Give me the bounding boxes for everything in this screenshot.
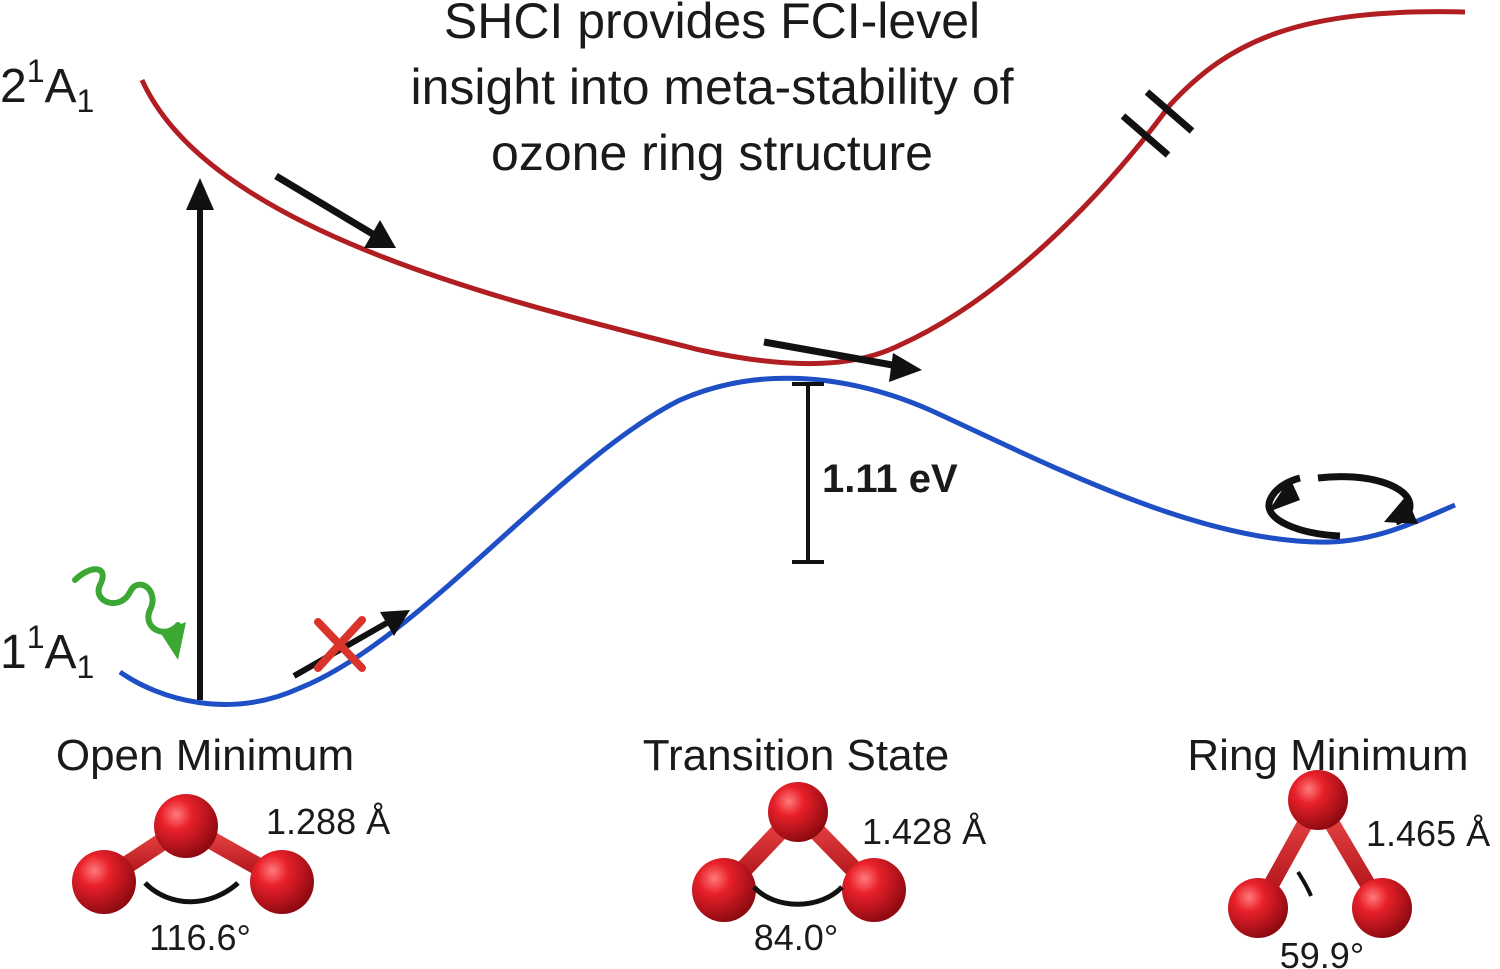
barrier-bracket	[792, 382, 824, 564]
title-line-2: insight into meta-stability of	[410, 59, 1013, 115]
open-minimum-bond-length: 1.288 Å	[266, 801, 390, 842]
open-minimum-molecule	[72, 794, 314, 914]
ring-minimum-molecule	[1228, 770, 1412, 938]
excitation-arrow	[186, 178, 214, 700]
transition-state-bond-length: 1.428 Å	[862, 811, 986, 852]
transition-state-angle: 84.0°	[754, 917, 838, 958]
ground-state-curve	[118, 375, 1456, 707]
ring-minimum-bond-length: 1.465 Å	[1366, 813, 1490, 854]
transition-state-molecule	[692, 782, 906, 922]
barrier-height-label: 1.11 eV	[822, 457, 958, 501]
ring-rotation-arrows	[1265, 473, 1418, 540]
axis-break-mark	[1120, 89, 1195, 158]
open-minimum-angle: 116.6°	[149, 917, 251, 958]
photon-arrow	[72, 566, 186, 660]
crossing-arrow	[763, 338, 922, 382]
excited-state-label: 21A1	[0, 53, 94, 119]
forbidden-path-arrow	[292, 610, 410, 679]
excited-state-curve	[139, 9, 1466, 367]
title-line-1: SHCI provides FCI-level	[444, 0, 980, 49]
forbidden-x-mark	[314, 616, 366, 672]
ground-state-label: 11A1	[0, 619, 94, 685]
relaxation-arrow	[274, 172, 396, 248]
transition-state-label: Transition State	[643, 731, 950, 780]
title-line-3: ozone ring structure	[491, 125, 933, 181]
ring-minimum-angle: 59.9°	[1280, 935, 1364, 969]
open-minimum-label: Open Minimum	[56, 731, 354, 780]
